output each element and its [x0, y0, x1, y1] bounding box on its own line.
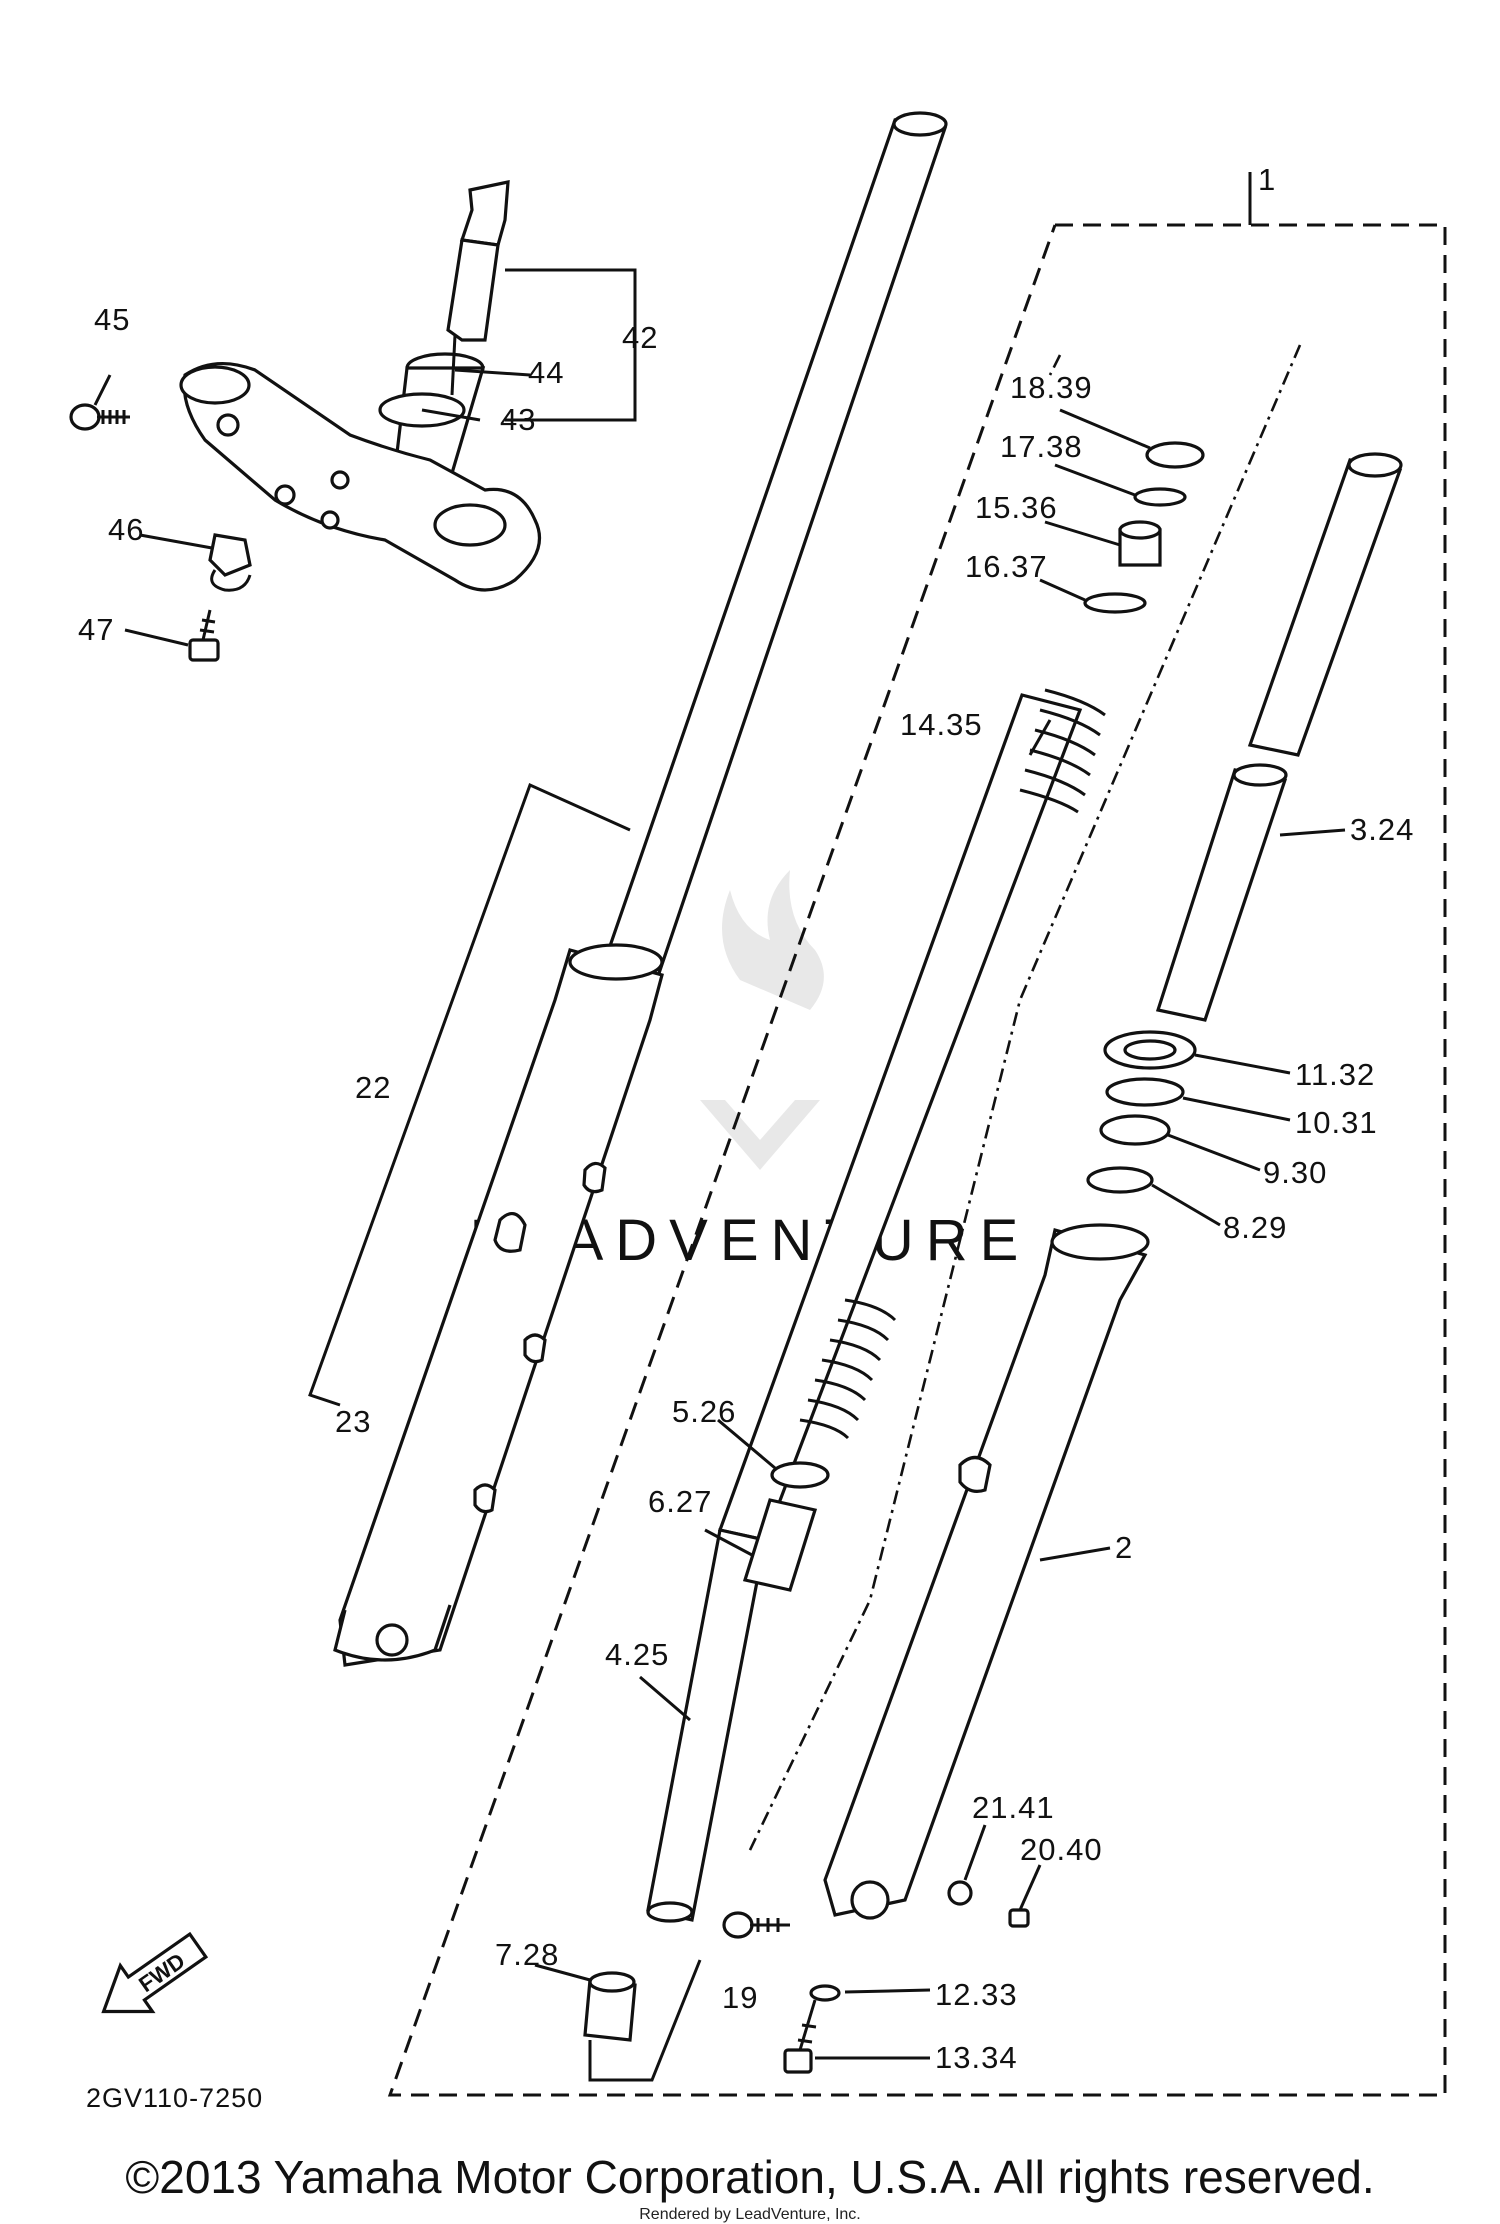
under-bracket: [179, 179, 542, 592]
callout-11-32: 11.32: [1295, 1057, 1375, 1092]
bolt-20-40-icon: [1008, 1864, 1042, 1928]
bolt-13-34-icon: [783, 1999, 817, 2074]
callout-46: 46: [108, 512, 144, 547]
clamp-46-icon: [208, 533, 252, 592]
callout-1: 1: [1258, 162, 1276, 197]
oil-seal-9-30: [1099, 1114, 1171, 1146]
callout-19: 19: [722, 1980, 758, 2015]
fork-spring-upper: [1019, 688, 1106, 814]
callout-43: 43: [500, 402, 536, 437]
fork-tube-3-24: [1155, 763, 1288, 1022]
outer-tube-left: [333, 943, 664, 1667]
callout-14-35: 14.35: [900, 707, 983, 742]
piston-ring-6-27: [742, 1498, 818, 1592]
rendered-by-credit: Rendered by LeadVenture, Inc.: [639, 2206, 861, 2223]
bushing-5-26: [770, 1461, 830, 1489]
callout-45: 45: [94, 302, 130, 337]
bracket-22-23: [308, 782, 631, 1407]
fork-assembly-boundary: [387, 172, 1447, 2097]
copyright-notice: ©2013 Yamaha Motor Corporation, U.S.A. A…: [125, 2151, 1375, 2203]
spring-seat-15-36: [1118, 520, 1162, 567]
callout-2: 2: [1115, 1530, 1133, 1565]
callout-18-39: 18.39: [1010, 370, 1093, 405]
o-ring-17-38: [1133, 487, 1187, 507]
callout-6-27: 6.27: [648, 1484, 712, 1519]
nut-21-41-icon: [947, 1880, 973, 1906]
callout-20-40: 20.40: [1020, 1832, 1103, 1867]
callout-8-29: 8.29: [1223, 1210, 1287, 1245]
damper-rod: [646, 344, 1302, 1923]
outer-tube-right: [823, 1223, 1150, 1920]
callout-21-41: 21.41: [972, 1790, 1055, 1825]
callout-22: 22: [355, 1070, 391, 1105]
callout-3-24: 3.24: [1350, 812, 1414, 847]
dust-seal-11-32: [1103, 1030, 1197, 1070]
callout-labels: 1 45 42 44 43 46 47 18.39 17.38 15.36 16…: [78, 162, 1414, 2075]
callout-13-34: 13.34: [935, 2040, 1018, 2075]
callout-4-25: 4.25: [605, 1637, 669, 1672]
callout-12-33: 12.33: [935, 1977, 1018, 2012]
callout-5-26: 5.26: [672, 1394, 736, 1429]
callout-9-30: 9.30: [1263, 1155, 1327, 1190]
inner-tube: [597, 111, 948, 987]
bolt-45-icon: [69, 403, 130, 431]
fwd-arrow-icon: FWD: [101, 1931, 209, 2014]
callout-10-31: 10.31: [1295, 1105, 1378, 1140]
diagram-code: 2GV110-7250: [86, 2083, 263, 2113]
callout-17-38: 17.38: [1000, 429, 1083, 464]
gasket-12-33-icon: [809, 1984, 841, 2002]
retaining-clip-10-31: [1105, 1077, 1185, 1107]
fork-spring-lower: [799, 1298, 897, 1440]
washer-8-29: [1086, 1166, 1154, 1194]
bracket-7-28: [588, 1959, 702, 2082]
callout-44: 44: [528, 355, 564, 390]
o-ring-16-37: [1083, 592, 1147, 614]
spacer-tube: [1247, 452, 1403, 757]
callout-7-28: 7.28: [495, 1937, 559, 1972]
oil-lock-piece-7-28: [583, 1971, 637, 2042]
fork-cap-18-39: [1145, 441, 1205, 469]
callout-15-36: 15.36: [975, 490, 1058, 525]
callout-42: 42: [622, 320, 658, 355]
callout-23: 23: [335, 1404, 371, 1439]
leader-lines: [93, 268, 1346, 2060]
callout-47: 47: [78, 612, 114, 647]
callout-16-37: 16.37: [965, 549, 1048, 584]
bolt-47-icon: [188, 609, 220, 662]
bolt-19-icon: [722, 1911, 790, 1939]
